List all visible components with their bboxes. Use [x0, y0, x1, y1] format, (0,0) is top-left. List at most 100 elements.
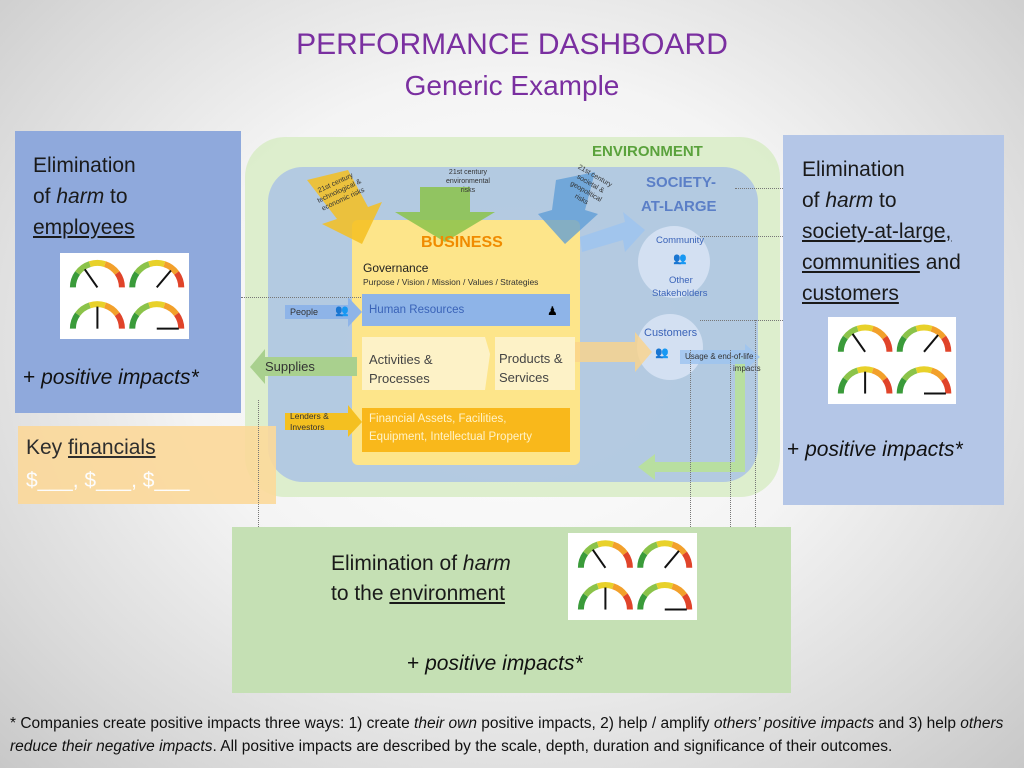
risk-env-line-1: 21st century	[448, 169, 488, 176]
text: +	[407, 652, 426, 675]
employees-line-2: of harm to	[33, 181, 128, 212]
text: to	[104, 185, 128, 208]
gauge-needle	[83, 268, 99, 288]
financial-assets-bar	[362, 408, 570, 452]
society-line-3: society-at-large,	[802, 220, 952, 243]
business-to-society-arrow	[580, 212, 645, 252]
usage-label-1: Usage & end-of-life	[685, 352, 754, 361]
governance-subtitle: Purpose / Vision / Mission / Values / St…	[363, 277, 539, 287]
people-arrow	[285, 297, 362, 327]
products-label-1: Products &	[499, 351, 563, 366]
harm-text: harm	[56, 185, 105, 208]
text: to	[873, 189, 897, 212]
gauge-needle	[591, 549, 607, 569]
environment-panel: Elimination of harm to the environment +…	[232, 527, 791, 693]
usage-label-2: impacts	[733, 364, 761, 373]
risk-env-line-2: environmental	[446, 178, 490, 185]
connector-line	[700, 236, 783, 237]
text: financials	[68, 436, 156, 459]
environment-positive-impacts: + positive impacts*	[407, 652, 583, 676]
gauge-icon	[577, 540, 633, 569]
page-subtitle: Generic Example	[404, 70, 620, 101]
lenders-label-2: Investors	[290, 422, 325, 432]
risk-env-line-3: risks	[460, 187, 476, 194]
footnote: * Companies create positive impacts thre…	[10, 712, 1020, 758]
gauge-icon	[129, 259, 185, 289]
gauge-icon	[69, 259, 125, 288]
business-label: BUSINESS	[421, 234, 503, 251]
text: their own	[414, 715, 477, 732]
employees-panel: Elimination of harm to employees + posit…	[15, 131, 241, 413]
text: Key	[26, 436, 69, 459]
text: environment	[389, 582, 505, 605]
community-label: Community	[656, 235, 705, 246]
people-icon: 👥	[655, 347, 669, 359]
environment-gauges	[568, 533, 697, 620]
gauge-needle	[663, 550, 680, 569]
connector-line	[735, 188, 783, 189]
text: positive impacts*	[805, 438, 963, 461]
lenders-arrow	[285, 405, 362, 437]
gauge-grid	[69, 259, 185, 330]
connector-line	[730, 350, 731, 527]
gauge-icon	[896, 366, 952, 395]
environment-line-2: to the environment	[331, 578, 505, 609]
connector-line	[690, 350, 691, 527]
employees-positive-impacts: + positive impacts*	[23, 366, 199, 390]
environmental-risk-label: 21st century environmental risks	[441, 168, 495, 195]
gauge-grid	[837, 324, 952, 395]
text: positive impacts, 2) help / amplify	[476, 715, 714, 732]
connector-line	[755, 320, 756, 527]
harm-text: harm	[462, 552, 511, 575]
connector-line	[700, 320, 783, 321]
gauge-needle	[851, 333, 866, 353]
society-line-4: communities and	[802, 247, 961, 278]
gauge-grid	[577, 540, 693, 611]
text: * Companies create positive impacts thre…	[10, 715, 415, 732]
connector-line	[258, 400, 259, 527]
society-line-2: of harm to	[802, 185, 897, 216]
society-label-1: SOCIETY-	[646, 174, 717, 191]
person-icon: ♟	[547, 304, 558, 318]
text: . All positive impacts are described by …	[212, 738, 893, 755]
governance-label: Governance	[363, 261, 429, 275]
society-panel: Elimination of harm to society-at-large,…	[783, 135, 1004, 505]
supplies-arrow	[250, 349, 357, 384]
supplies-label: Supplies	[265, 359, 315, 374]
gauge-icon	[896, 324, 952, 353]
people-label: People	[290, 307, 319, 317]
key-financials-label: Key financials	[26, 432, 156, 463]
text: positive impacts*	[425, 652, 583, 675]
other-stakeholders-label-1: Other	[669, 275, 693, 286]
gauge-icon	[637, 582, 693, 611]
usage-arrow	[680, 344, 760, 370]
text: +	[23, 366, 42, 389]
environmental-risk-arrow	[395, 187, 495, 242]
text: of	[33, 185, 57, 208]
environment-label: ENVIRONMENT	[592, 143, 703, 160]
page-title: PERFORMANCE DASHBOARD	[296, 28, 728, 61]
return-arrow	[638, 357, 745, 480]
text: Elimination of	[331, 552, 463, 575]
products-shape	[495, 337, 575, 390]
gauge-icon	[69, 301, 125, 329]
employees-line-1: Elimination	[33, 154, 136, 177]
financial-assets-label-2: Equipment, Intellectual Property	[369, 431, 533, 443]
human-resources-label: Human Resources	[369, 304, 465, 316]
harm-text: harm	[825, 189, 874, 212]
gauge-icon	[837, 324, 893, 353]
text: positive impacts*	[41, 366, 199, 389]
customers-label: Customers	[644, 327, 698, 339]
text: others reduce their negative impacts	[10, 715, 1004, 755]
financials-panel: Key financials $___, $___, $___	[18, 426, 276, 504]
gauge-icon	[837, 366, 893, 394]
activities-label-2: Processes	[369, 371, 430, 386]
products-label-2: Services	[499, 370, 549, 385]
gauge-needle	[155, 269, 172, 289]
societal-risk-arrow	[538, 172, 598, 244]
text: of	[802, 189, 826, 212]
society-label-2: AT-LARGE	[641, 198, 717, 215]
business-ecosystem-diagram	[245, 137, 780, 497]
text: others’ positive impacts	[713, 715, 875, 732]
text: and	[919, 251, 961, 274]
